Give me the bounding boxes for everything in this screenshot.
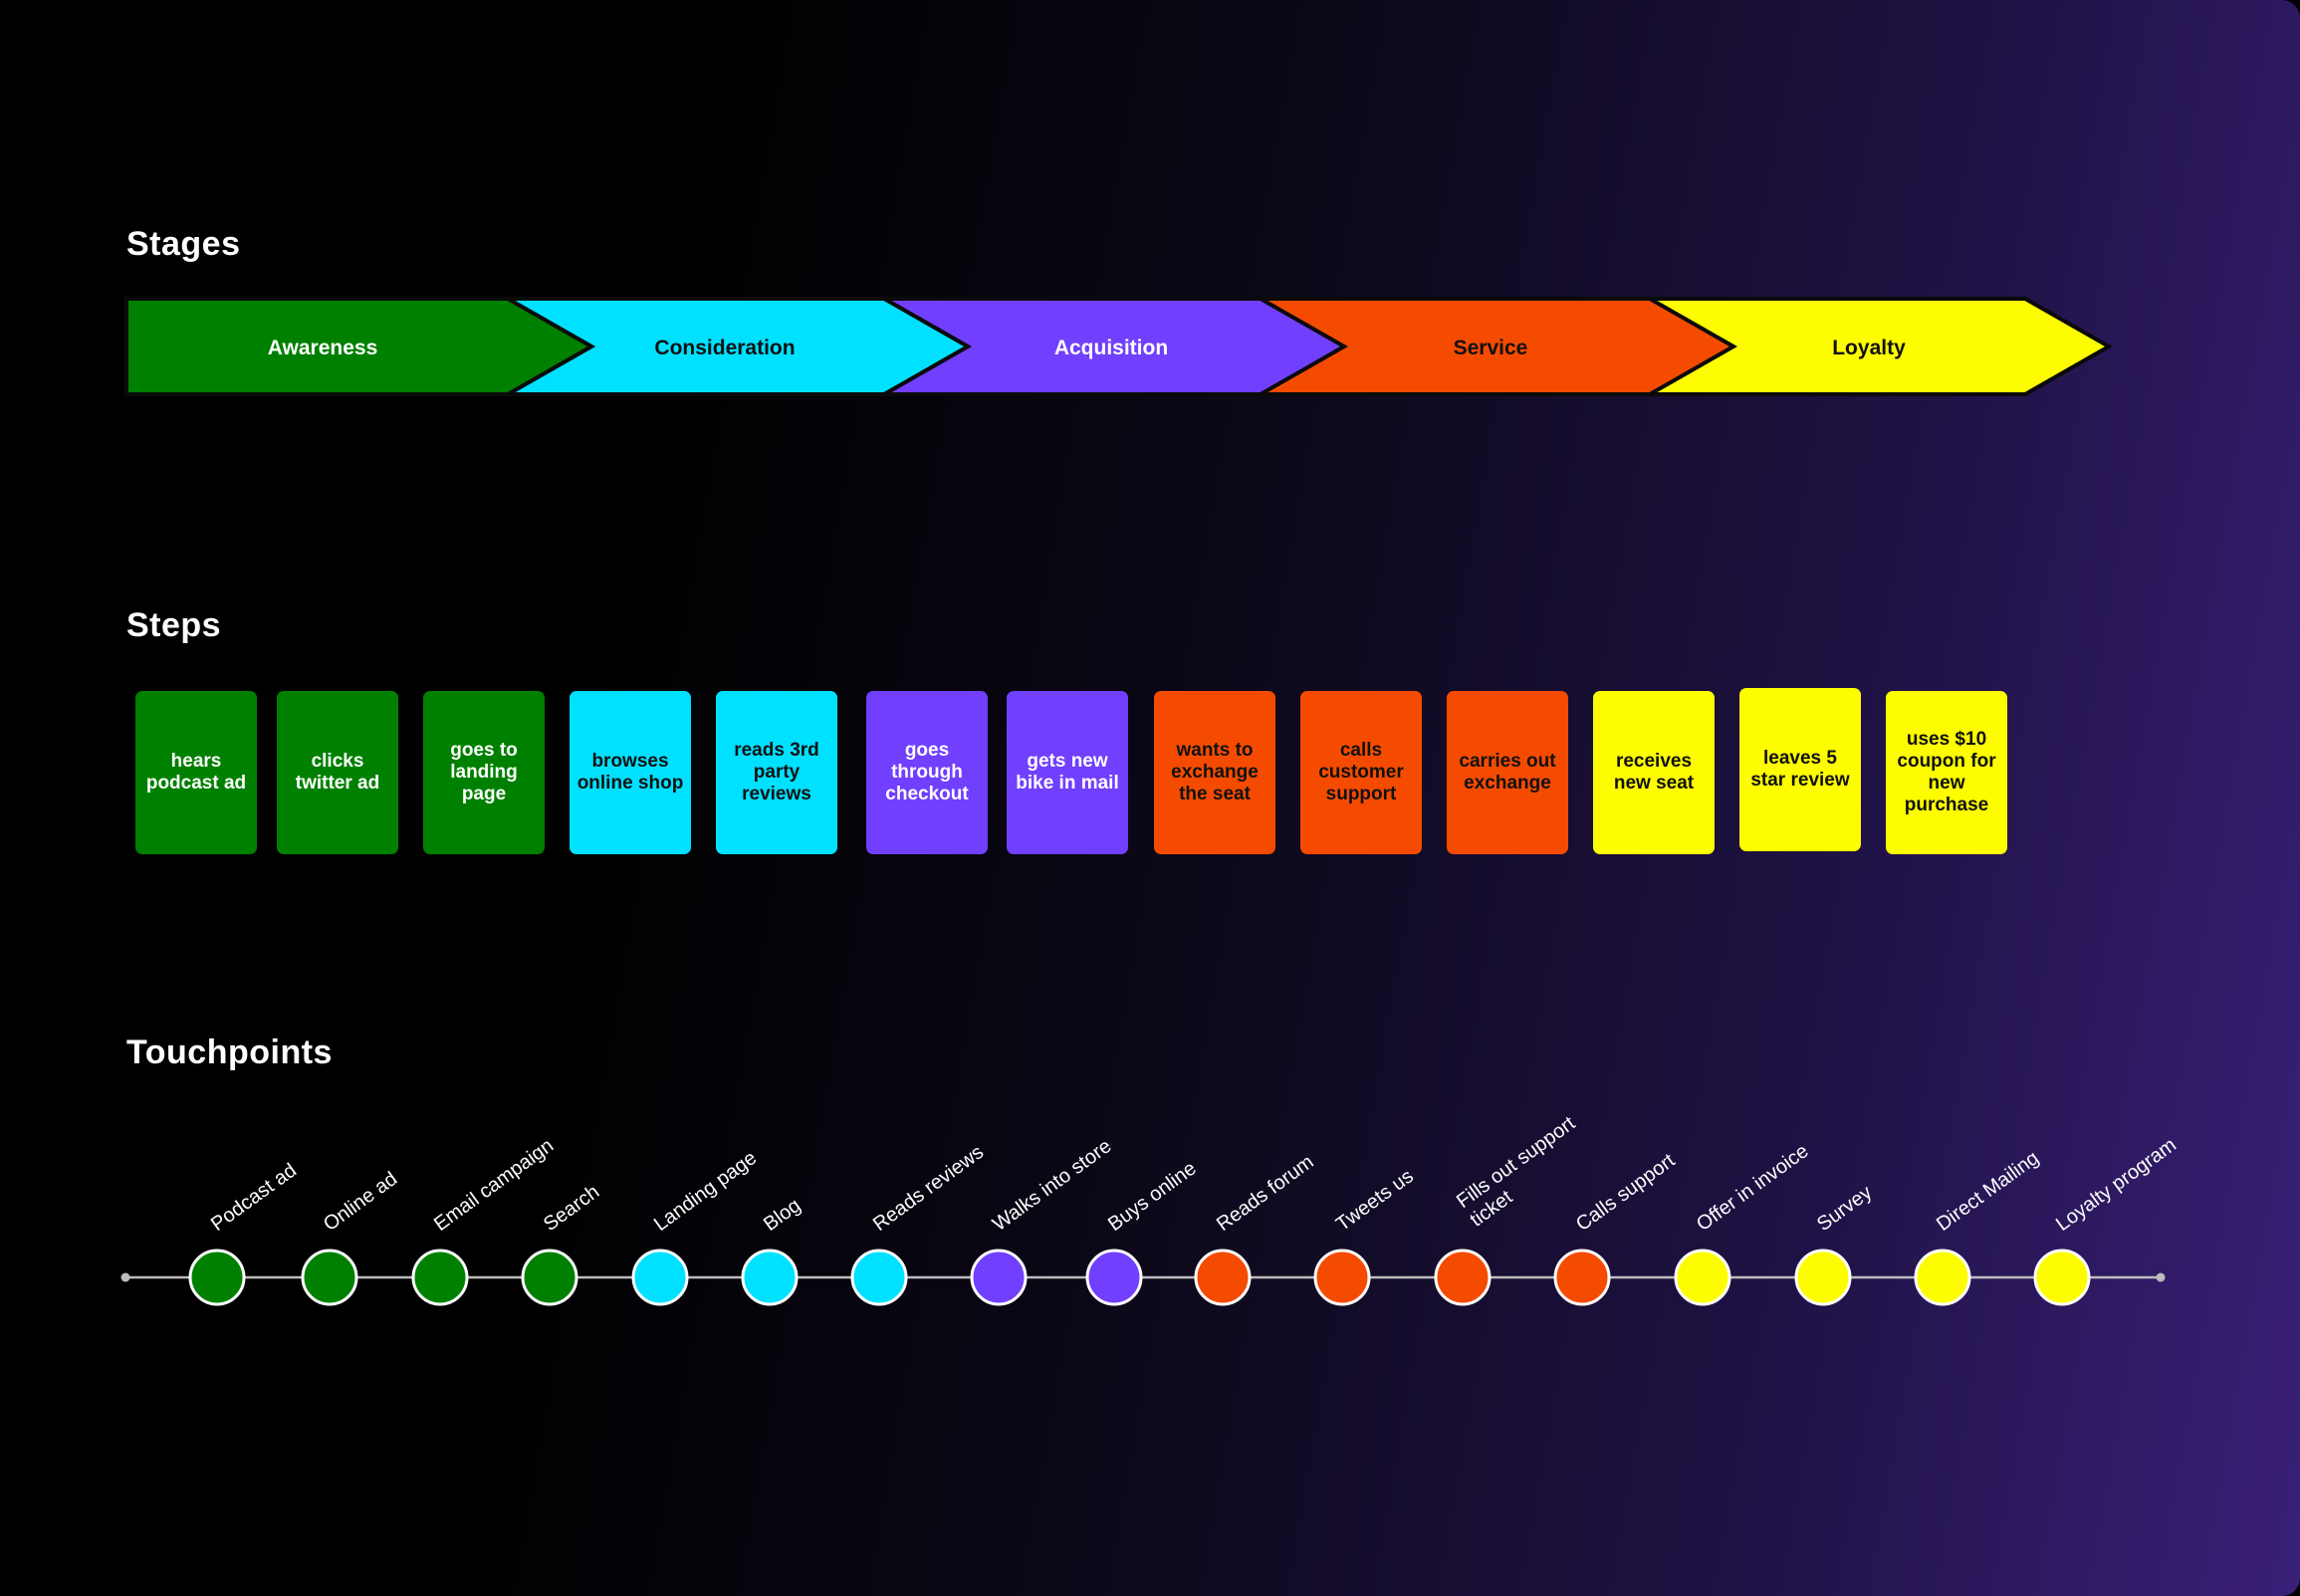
touchpoint-dot — [970, 1249, 1028, 1306]
step-label: calls customer support — [1318, 740, 1404, 804]
timeline-end-dot — [2156, 1272, 2166, 1282]
touchpoint-buys-online: Buys online — [1085, 1157, 1201, 1306]
touchpoint-direct-mailing: Direct Mailing — [1914, 1147, 2043, 1306]
touchpoint-label: Podcast ad — [207, 1159, 301, 1236]
step-label: leaves 5 star review — [1750, 748, 1850, 791]
touchpoint-dot — [741, 1249, 799, 1306]
stages-title: Stages — [126, 225, 241, 263]
touchpoint-dot — [1313, 1249, 1371, 1306]
step-card-reads-3rd-party-reviews: reads 3rd party reviews — [716, 691, 837, 854]
step-card-receives-new-seat: receives new seat — [1593, 691, 1715, 854]
step-label: carries out exchange — [1459, 751, 1556, 794]
step-label: clicks twitter ad — [295, 751, 380, 794]
step-label: receives new seat — [1613, 751, 1695, 794]
stage-label: Consideration — [654, 337, 795, 359]
step-label: wants to exchange the seat — [1171, 740, 1259, 804]
touchpoint-survey: Survey — [1794, 1182, 1876, 1306]
stage-label: Service — [1454, 337, 1528, 359]
step-label: goes through checkout — [885, 740, 969, 804]
touchpoint-label: Tweets us — [1332, 1165, 1418, 1236]
step-label: gets new bike in mail — [1016, 751, 1119, 794]
touchpoint-label: Direct Mailing — [1933, 1147, 2043, 1236]
step-label: reads 3rd party reviews — [734, 740, 819, 804]
touchpoints-title: Touchpoints — [126, 1033, 333, 1071]
step-card-wants-to-exchange-the-seat: wants to exchange the seat — [1154, 691, 1275, 854]
touchpoint-label: Reads forum — [1213, 1151, 1318, 1236]
touchpoint-label: Buys online — [1104, 1157, 1201, 1236]
touchpoint-blog: Blog — [741, 1195, 805, 1306]
stage-awareness: Awareness — [124, 297, 596, 396]
steps-title: Steps — [126, 606, 222, 644]
touchpoint-search: Search — [521, 1181, 603, 1306]
touchpoint-dot — [301, 1249, 358, 1306]
touchpoint-reads-forum: Reads forum — [1194, 1151, 1318, 1306]
touchpoint-tweets-us: Tweets us — [1313, 1165, 1418, 1306]
touchpoint-dot — [1794, 1249, 1852, 1306]
touchpoint-label: Landing page — [650, 1147, 761, 1236]
touchpoint-dot — [850, 1249, 908, 1306]
touchpoint-label: Offer in invoice — [1693, 1140, 1813, 1236]
touchpoint-reads-reviews: Reads reviews — [850, 1141, 988, 1306]
touchpoint-dot — [411, 1249, 469, 1306]
stage-label: Loyalty — [1832, 337, 1906, 359]
touchpoint-label: Calls support — [1572, 1149, 1680, 1236]
touchpoint-dot — [1434, 1249, 1492, 1306]
touchpoint-dot — [1674, 1249, 1731, 1306]
step-card-calls-customer-support: calls customer support — [1300, 691, 1422, 854]
touchpoint-calls-support: Calls support — [1553, 1149, 1680, 1306]
touchpoint-label: Blog — [760, 1195, 805, 1236]
timeline-start-dot — [120, 1272, 130, 1282]
touchpoint-dot — [188, 1249, 246, 1306]
touchpoint-label: Loyalty program — [2052, 1134, 2181, 1236]
touchpoint-dot — [521, 1249, 578, 1306]
step-card-leaves-5-star-review: leaves 5 star review — [1739, 688, 1861, 851]
stage-acquisition: Acquisition — [876, 297, 1349, 396]
touchpoint-dot — [2033, 1249, 2091, 1306]
stage-consideration: Consideration — [500, 297, 973, 396]
stage-label: Awareness — [268, 337, 378, 359]
touchpoint-dot — [1194, 1249, 1252, 1306]
touchpoint-online-ad: Online ad — [301, 1168, 401, 1306]
touchpoint-offer-in-invoice: Offer in invoice — [1674, 1140, 1813, 1306]
step-label: goes to landing page — [450, 740, 518, 804]
touchpoint-label: Fills out supportticket — [1453, 1112, 1593, 1232]
touchpoint-label: Reads reviews — [869, 1141, 988, 1236]
touchpoint-podcast-ad: Podcast ad — [188, 1159, 301, 1306]
step-card-goes-to-landing-page: goes to landing page — [423, 691, 545, 854]
touchpoint-dot — [1914, 1249, 1971, 1306]
step-label: browses online shop — [576, 751, 684, 794]
step-card-gets-new-bike-in-mail: gets new bike in mail — [1007, 691, 1128, 854]
touchpoint-dot — [631, 1249, 689, 1306]
step-label: uses $10 coupon for new purchase — [1897, 729, 1996, 815]
touchpoint-label: Email campaign — [430, 1135, 558, 1236]
step-card-clicks-twitter-ad: clicks twitter ad — [277, 691, 398, 854]
step-card-carries-out-exchange: carries out exchange — [1447, 691, 1568, 854]
touchpoint-label: Survey — [1813, 1182, 1876, 1236]
step-card-hears-podcast-ad: hears podcast ad — [135, 691, 257, 854]
touchpoint-label: Online ad — [320, 1168, 401, 1236]
step-card-uses-10-coupon-for-new-purchase: uses $10 coupon for new purchase — [1886, 691, 2007, 854]
touchpoint-label: Search — [540, 1181, 603, 1236]
step-card-goes-through-checkout: goes through checkout — [866, 691, 988, 854]
step-label: hears podcast ad — [145, 751, 247, 794]
touchpoint-dot — [1085, 1249, 1143, 1306]
touchpoint-label: Walks into store — [989, 1135, 1115, 1236]
stage-label: Acquisition — [1054, 337, 1168, 359]
step-card-browses-online-shop: browses online shop — [570, 691, 691, 854]
touchpoint-dot — [1553, 1249, 1611, 1306]
